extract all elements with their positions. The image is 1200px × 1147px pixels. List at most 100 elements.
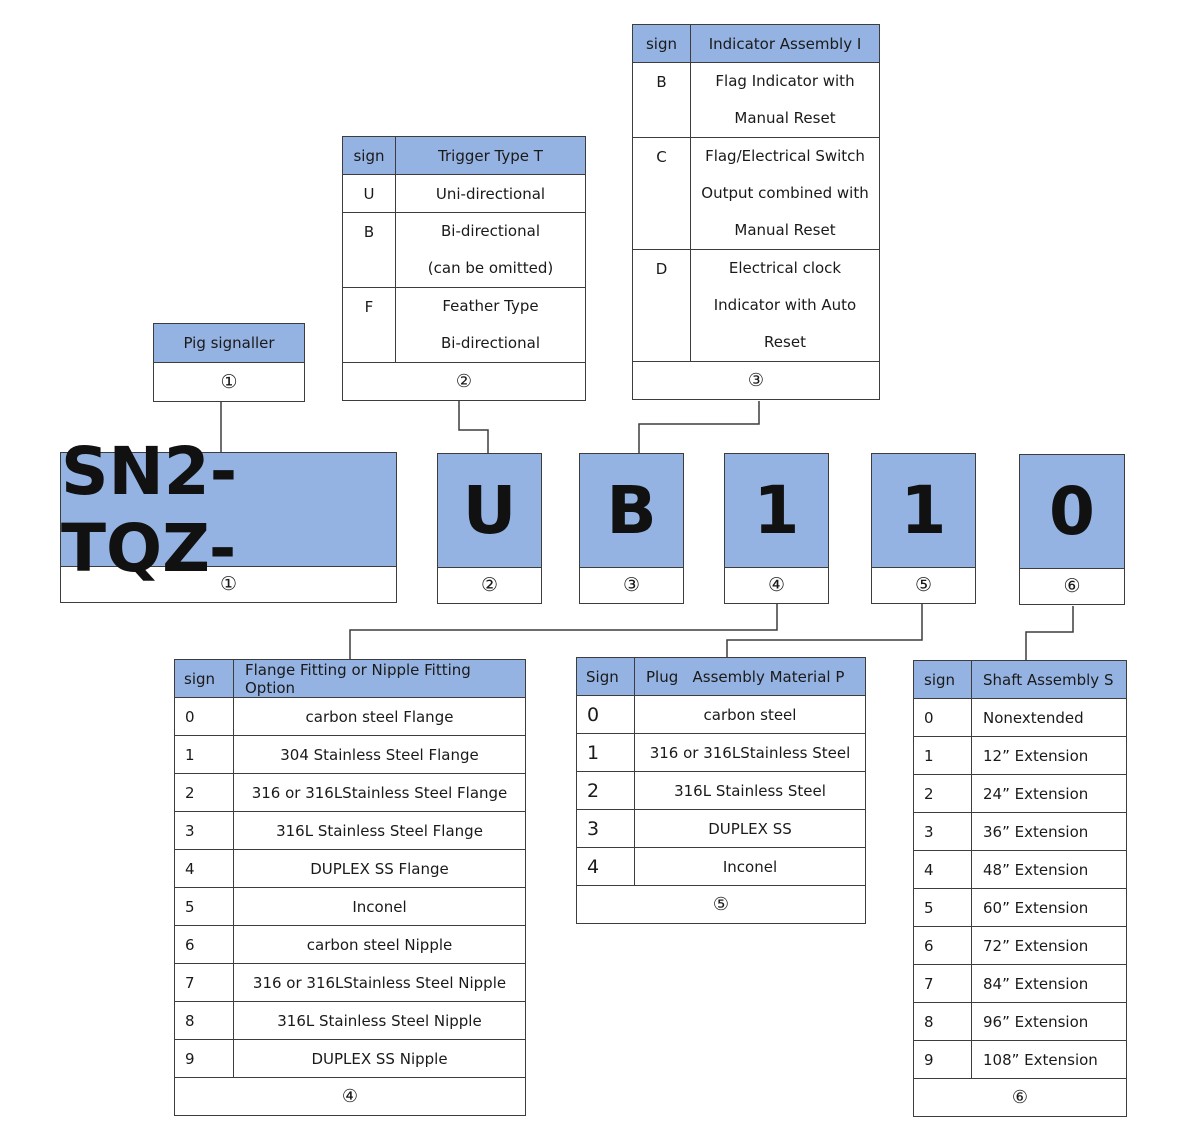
sign-header: sign <box>632 24 691 63</box>
table-cell-desc: 316L Stainless Steel Nipple <box>233 1001 526 1040</box>
table-cell-desc: 60” Extension <box>971 888 1127 927</box>
flange-fitting-title: Flange Fitting or Nipple Fitting Option <box>233 659 526 698</box>
table-cell-sign: 7 <box>174 963 234 1002</box>
table-cell-desc: Bi-directional (can be omitted) <box>395 212 586 288</box>
code-segment-text: 1 <box>872 454 975 568</box>
code-box-6: 0 ⑥ <box>1019 454 1125 605</box>
table-cell-sign: 3 <box>913 812 972 851</box>
table-cell-desc: Flag/Electrical Switch Output combined w… <box>690 137 880 250</box>
table-cell-sign: 2 <box>913 774 972 813</box>
table-cell-sign: 8 <box>913 1002 972 1041</box>
connector-shaft <box>1025 606 1074 660</box>
table-cell-sign: 4 <box>576 847 635 886</box>
code-segment-number: ② <box>480 573 499 596</box>
connector-indicator <box>638 401 760 453</box>
sign-header: sign <box>913 660 972 699</box>
table-cell-desc: carbon steel Flange <box>233 697 526 736</box>
code-segment-text: B <box>580 454 683 568</box>
indicator-assembly-table: sign Indicator Assembly I B Flag Indicat… <box>632 24 880 400</box>
table-cell-desc: 108” Extension <box>971 1040 1127 1079</box>
table-cell-sign: C <box>632 137 691 250</box>
table-cell-desc: 12” Extension <box>971 736 1127 775</box>
connector-trigger <box>458 401 489 453</box>
table-cell-desc: 316 or 316LStainless Steel Nipple <box>233 963 526 1002</box>
table-cell-sign: 6 <box>174 925 234 964</box>
table-cell-desc: Inconel <box>233 887 526 926</box>
shaft-assembly-number: ⑥ <box>913 1078 1127 1117</box>
trigger-number: ② <box>342 362 586 401</box>
connector-plug <box>726 604 923 658</box>
table-cell-desc: DUPLEX SS <box>634 809 866 848</box>
table-cell-desc: DUPLEX SS Flange <box>233 849 526 888</box>
table-cell-desc: 316L Stainless Steel Flange <box>233 811 526 850</box>
code-segment-text: SN2-TQZ- <box>61 433 396 587</box>
table-cell-sign: 9 <box>913 1040 972 1079</box>
table-cell-desc: 36” Extension <box>971 812 1127 851</box>
code-box-3: B ③ <box>579 453 684 604</box>
table-cell-desc: Nonextended <box>971 698 1127 737</box>
table-cell-desc: 72” Extension <box>971 926 1127 965</box>
table-cell-desc: 316 or 316LStainless Steel <box>634 733 866 772</box>
table-cell-desc: 24” Extension <box>971 774 1127 813</box>
code-segment-number: ③ <box>622 573 641 596</box>
table-cell-desc: 304 Stainless Steel Flange <box>233 735 526 774</box>
table-cell-sign: 1 <box>913 736 972 775</box>
table-cell-desc: 316L Stainless Steel <box>634 771 866 810</box>
table-cell-desc: 84” Extension <box>971 964 1127 1003</box>
table-cell-sign: 8 <box>174 1001 234 1040</box>
plug-assembly-number: ⑤ <box>576 885 866 924</box>
table-cell-desc: Electrical clock Indicator with Auto Res… <box>690 249 880 362</box>
table-cell-sign: U <box>342 174 396 213</box>
code-box-4: 1 ④ <box>724 453 829 604</box>
table-cell-sign: 5 <box>913 888 972 927</box>
code-segment-number: ⑥ <box>1063 574 1081 597</box>
table-cell-desc: 316 or 316LStainless Steel Flange <box>233 773 526 812</box>
table-cell-sign: 3 <box>174 811 234 850</box>
table-cell-desc: 96” Extension <box>971 1002 1127 1041</box>
table-cell-sign: 1 <box>576 733 635 772</box>
code-segment-text: U <box>438 454 541 568</box>
table-cell-sign: 0 <box>913 698 972 737</box>
flange-fitting-table: sign Flange Fitting or Nipple Fitting Op… <box>174 659 526 1116</box>
flange-fitting-number: ④ <box>174 1077 526 1116</box>
code-segment-text: 0 <box>1020 455 1124 569</box>
code-segment-number: ④ <box>767 573 786 596</box>
code-box-5: 1 ⑤ <box>871 453 976 604</box>
table-cell-sign: 4 <box>913 850 972 889</box>
table-cell-sign: 2 <box>174 773 234 812</box>
table-cell-sign: 0 <box>576 695 635 734</box>
table-cell-sign: 7 <box>913 964 972 1003</box>
connector-flange <box>349 604 778 660</box>
table-cell-desc: Flag Indicator with Manual Reset <box>690 62 880 138</box>
table-cell-sign: B <box>632 62 691 138</box>
pig-signaller-box: Pig signaller ① <box>153 323 305 402</box>
indicator-number: ③ <box>632 361 880 400</box>
code-segment-text: 1 <box>725 454 828 568</box>
table-cell-desc: carbon steel <box>634 695 866 734</box>
table-cell-desc: carbon steel Nipple <box>233 925 526 964</box>
code-box-2: U ② <box>437 453 542 604</box>
table-cell-sign: D <box>632 249 691 362</box>
table-cell-sign: 6 <box>913 926 972 965</box>
table-cell-sign: 1 <box>174 735 234 774</box>
indicator-assembly-title: Indicator Assembly I <box>690 24 880 63</box>
pig-signaller-number: ① <box>220 370 238 393</box>
code-segment-number: ① <box>219 572 238 595</box>
shaft-assembly-title: Shaft Assembly S <box>971 660 1127 699</box>
code-box-1: SN2-TQZ- ① <box>60 433 397 603</box>
pig-signaller-label: Pig signaller <box>154 324 304 363</box>
table-cell-desc: DUPLEX SS Nipple <box>233 1039 526 1078</box>
table-cell-sign: 3 <box>576 809 635 848</box>
table-cell-sign: 2 <box>576 771 635 810</box>
table-cell-desc: Inconel <box>634 847 866 886</box>
table-cell-sign: 0 <box>174 697 234 736</box>
code-segment-number: ⑤ <box>914 573 933 596</box>
plug-assembly-title: Plug Assembly Material P <box>634 657 866 696</box>
sign-header: Sign <box>576 657 635 696</box>
trigger-type-title: Trigger Type T <box>395 136 586 175</box>
table-cell-sign: 9 <box>174 1039 234 1078</box>
table-cell-desc: Feather Type Bi-directional <box>395 287 586 363</box>
table-cell-desc: 48” Extension <box>971 850 1127 889</box>
